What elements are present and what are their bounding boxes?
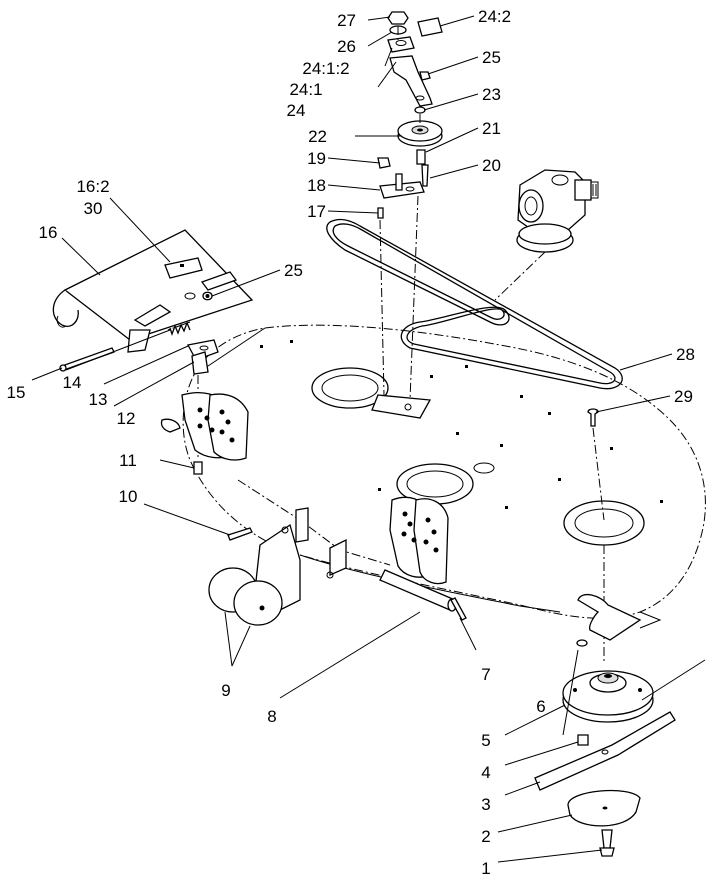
spacer-23 xyxy=(414,106,426,114)
leader-lines xyxy=(31,15,706,863)
callout-24-1-2: 24:1:2 xyxy=(302,59,349,78)
deck-hole xyxy=(473,462,495,474)
pin-10 xyxy=(227,527,253,541)
bolt-21 xyxy=(416,149,426,165)
callout-13: 13 xyxy=(89,390,108,409)
callout-19: 19 xyxy=(307,149,326,168)
idler-arm-assembly xyxy=(377,11,443,401)
bracket-18 xyxy=(379,173,425,199)
bracket-16-2 xyxy=(164,257,203,279)
callout-5: 5 xyxy=(481,731,490,750)
callout-1: 1 xyxy=(481,859,490,878)
pad-24-2 xyxy=(417,17,443,37)
callout-17: 17 xyxy=(307,202,326,221)
gearbox xyxy=(494,169,599,301)
callout-20: 20 xyxy=(482,156,501,175)
key-17 xyxy=(377,207,384,219)
callout-3: 3 xyxy=(481,795,490,814)
callout-24-2: 24:2 xyxy=(478,7,511,26)
latch-plate-12 xyxy=(191,351,209,375)
nut-27 xyxy=(387,11,409,25)
callout-18: 18 xyxy=(307,176,326,195)
callout-10: 10 xyxy=(119,487,138,506)
callout-14: 14 xyxy=(63,373,82,392)
washer-6 xyxy=(576,639,588,647)
callout-22: 22 xyxy=(308,127,327,146)
callout-28: 28 xyxy=(676,345,695,364)
callout-2: 2 xyxy=(481,827,490,846)
callout-12: 12 xyxy=(117,409,136,428)
callout-29: 29 xyxy=(674,387,693,406)
deck-mounting-holes xyxy=(260,340,663,509)
spring-14 xyxy=(167,321,191,336)
callout-24: 24 xyxy=(287,101,306,120)
spindle-opening-left xyxy=(311,367,389,409)
callout-6: 6 xyxy=(536,697,545,716)
spindle-housing-5 xyxy=(562,670,654,723)
pin-20 xyxy=(421,164,429,187)
callout-4: 4 xyxy=(481,763,490,782)
hinge-bracket xyxy=(133,304,172,327)
callout-25-shield: 25 xyxy=(284,261,303,280)
pin-7 xyxy=(450,597,467,621)
baffle-left xyxy=(160,392,249,461)
callout-9: 9 xyxy=(221,681,230,700)
callout-25-top: 25 xyxy=(482,48,501,67)
callout-30: 30 xyxy=(84,199,103,218)
callout-24-1: 24:1 xyxy=(289,80,322,99)
baffle-center xyxy=(389,496,449,585)
idler-arm-24 xyxy=(389,55,433,107)
callout-labels: 27 26 24:2 24:1:2 24:1 24 25 23 22 21 19… xyxy=(7,7,695,878)
blade-3 xyxy=(534,711,676,791)
nut-25-top xyxy=(419,71,431,81)
bolt-4 xyxy=(577,734,589,746)
rod-15 xyxy=(61,347,115,371)
callout-27: 27 xyxy=(337,11,356,30)
nut-19 xyxy=(377,157,391,169)
callout-8: 8 xyxy=(267,707,276,726)
bolt-1 xyxy=(601,829,613,849)
callout-21: 21 xyxy=(482,119,501,138)
callout-7: 7 xyxy=(481,665,490,684)
callout-15: 15 xyxy=(7,383,26,402)
idler-mount-plate xyxy=(371,394,432,419)
bolt-11 xyxy=(193,461,203,475)
callout-16-2: 16:2 xyxy=(76,177,109,196)
spindle-stack xyxy=(534,408,676,857)
callout-23: 23 xyxy=(482,85,501,104)
block-24-1-2 xyxy=(387,36,415,53)
wheel-9b xyxy=(233,580,283,626)
callout-26: 26 xyxy=(337,37,356,56)
callout-16: 16 xyxy=(39,223,58,242)
callout-11: 11 xyxy=(119,451,137,470)
spindle-opening-right xyxy=(563,500,645,546)
drive-belt xyxy=(326,218,623,390)
idler-pulley-22 xyxy=(397,120,443,147)
screw-29 xyxy=(587,408,599,427)
anti-scalp-assembly xyxy=(208,479,467,626)
